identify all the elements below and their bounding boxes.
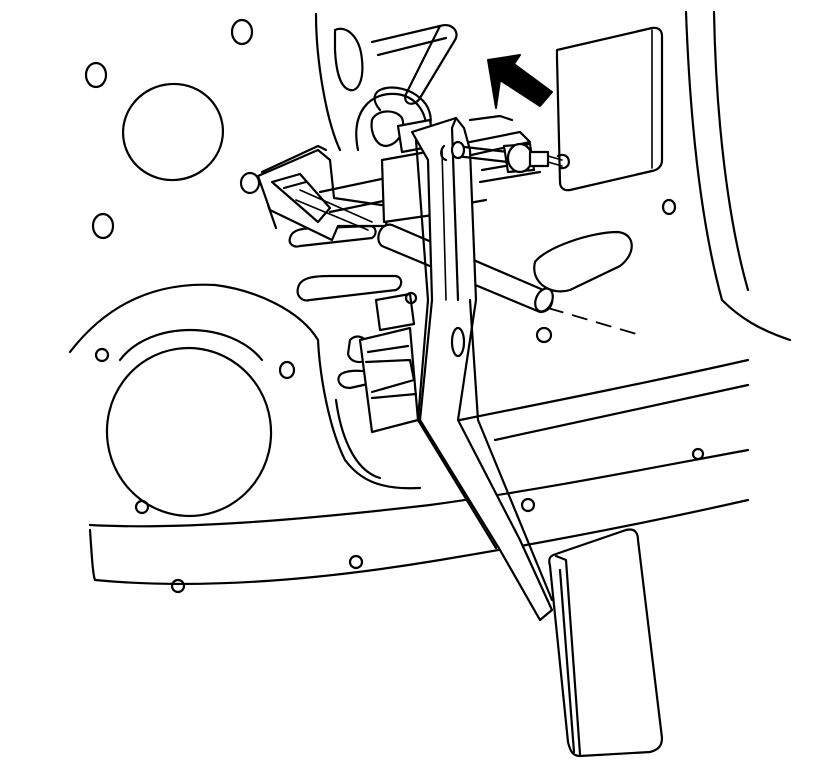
pedal-pad	[548, 528, 664, 758]
pedal-lever	[410, 116, 554, 622]
panel-outline	[68, 10, 792, 586]
center-line	[547, 307, 641, 336]
arrow-indicator-icon	[487, 54, 553, 109]
access-plate	[555, 26, 664, 192]
panel-holes	[84, 18, 705, 594]
panel-openings	[105, 82, 273, 518]
switch-bracket	[256, 144, 442, 242]
panel-slots	[288, 24, 633, 390]
lower-bracket	[358, 292, 420, 434]
cable-assembly	[450, 140, 570, 174]
